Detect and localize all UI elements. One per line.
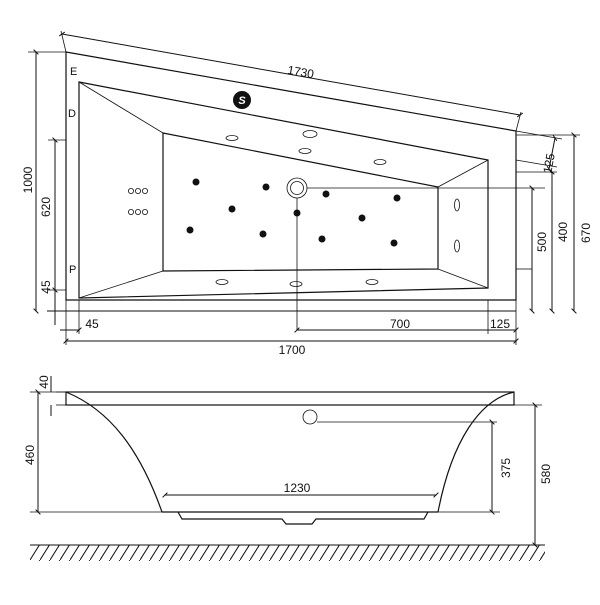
dim-right-height-total: 670 [579, 223, 593, 243]
oval-jets [215, 130, 460, 287]
marker-p: P [69, 264, 76, 276]
drain-inner-ring [290, 181, 304, 195]
dim-rim-thickness: 40 [37, 375, 51, 389]
dim-right-slant: 125 [540, 152, 557, 174]
dim-left-height-inner: 620 [39, 197, 53, 217]
dim-right-height-drain: 500 [535, 232, 549, 252]
dim-bottom-drain-to-end: 700 [390, 317, 410, 331]
dim-left-height-total: 1000 [21, 166, 35, 193]
dim-line-diagonal [58, 31, 524, 118]
side-feet [177, 511, 429, 525]
dim-diagonal-length: 1730 [286, 63, 315, 81]
dim-bottom-right-offset: 125 [490, 317, 510, 331]
tub-outer-outline [65, 51, 517, 301]
marker-e: E [70, 66, 77, 78]
side-right-wall [437, 391, 515, 513]
dim-left-offset-bottom: 45 [39, 280, 53, 294]
tub-basin-floor [162, 132, 439, 272]
dim-left-depth: 460 [23, 445, 37, 465]
side-view: 40 460 1230 375 580 [23, 375, 553, 561]
overflow-icon [302, 409, 318, 425]
side-left-wall [65, 391, 163, 513]
s-badge-letter: S [238, 95, 246, 107]
side-rim [65, 391, 515, 406]
floor-hatch [30, 545, 545, 561]
dim-right-height-inner: 400 [556, 222, 570, 242]
bevel-bottom-right [437, 268, 489, 289]
dim-total-height: 580 [539, 464, 553, 484]
drain-icon [286, 177, 308, 199]
top-view: S E D P [21, 30, 593, 357]
bevel-top-right [437, 159, 489, 188]
left-wall-jets [127, 187, 148, 215]
dim-total-length: 1700 [279, 343, 306, 357]
dim-line-right-slant [546, 134, 558, 173]
bevel-bottom-left [78, 270, 164, 299]
dim-bottom-left-offset: 45 [85, 317, 99, 331]
marker-d: D [68, 108, 76, 120]
massage-nozzles [186, 178, 401, 247]
dim-inner-bottom-length: 1230 [284, 481, 311, 495]
dim-overflow-height: 375 [499, 458, 513, 478]
